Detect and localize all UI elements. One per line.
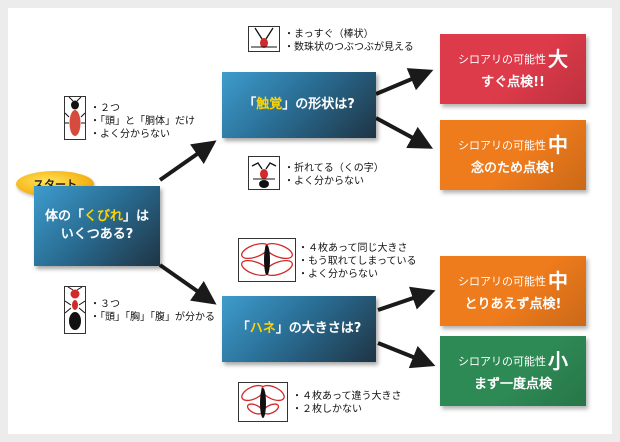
equal-wings-icon	[238, 238, 296, 282]
result-high: シロアリの可能性大 すぐ点検!!	[440, 34, 586, 104]
note-line: ・折れてる（くの字）	[284, 163, 384, 174]
note-line: ・よく分からない	[298, 269, 378, 280]
note-line: ・２枚しかない	[292, 404, 362, 415]
arrow-q1-q2	[158, 140, 217, 182]
arrow-q1-q3	[158, 263, 217, 305]
arrow-q3-r3	[377, 286, 436, 312]
result-high-level: 大	[548, 46, 568, 71]
note-bent-antenna: ・折れてる（くの字） ・よく分からない	[284, 162, 384, 188]
result-mid-1-level: 中	[548, 132, 568, 157]
termite-icon	[64, 96, 86, 140]
result-low: シロアリの可能性小 まず一度点検	[440, 336, 586, 406]
question-waist: 体の「くびれ」は いくつある?	[34, 186, 160, 266]
arrow-q3-r4	[377, 341, 436, 369]
note-line: ・よく分からない	[284, 176, 364, 187]
q3-pre: 「	[236, 321, 250, 337]
q2-em: 触覚	[256, 97, 283, 113]
note-line: ・もう取れてしまっている	[298, 256, 417, 267]
result-mid-1-prefix: シロアリの可能性	[458, 138, 546, 152]
unequal-wings-icon	[238, 382, 288, 422]
q1-line2: いくつある?	[60, 227, 134, 242]
result-mid-2-level: 中	[548, 268, 568, 293]
note-three-segments: ・３つ ・「頭」「胸」「腹」が分かる	[90, 298, 215, 324]
note-unequal-wings: ・４枚あって違う大きさ ・２枚しかない	[292, 390, 402, 416]
arrow-q2-r2	[375, 116, 434, 149]
result-low-level: 小	[548, 348, 568, 373]
q2-pre: 「	[243, 97, 257, 113]
result-mid-1: シロアリの可能性中 念のため点検!	[440, 120, 586, 190]
note-line: ・４枚あって違う大きさ	[292, 391, 402, 402]
arrow-q2-r1	[375, 68, 434, 96]
ant-icon	[64, 286, 86, 334]
q1-post: 」は	[123, 209, 150, 225]
note-equal-wings: ・４枚あって同じ大きさ ・もう取れてしまっている ・よく分からない	[298, 242, 417, 281]
question-wings: 「ハネ」の大きさは?	[222, 296, 376, 362]
note-straight-antenna: ・まっすぐ（棒状） ・数珠状のつぶつぶが見える	[284, 28, 414, 54]
result-mid-1-action: 念のため点検!	[471, 160, 555, 176]
result-low-prefix: シロアリの可能性	[458, 354, 546, 368]
note-line: ・「頭」「胸」「腹」が分かる	[90, 312, 215, 323]
note-line: ・数珠状のつぶつぶが見える	[284, 42, 414, 53]
note-line: ・よく分からない	[90, 129, 170, 140]
note-line: ・３つ	[90, 299, 120, 310]
note-line: ・「頭」と「胴体」だけ	[90, 116, 195, 127]
note-line: ・２つ	[90, 103, 120, 114]
question-waist-line1: 体の「くびれ」は	[45, 208, 149, 226]
result-mid-2-prefix: シロアリの可能性	[458, 274, 546, 288]
note-line: ・まっすぐ（棒状）	[284, 29, 374, 40]
result-high-action: すぐ点検!!	[481, 74, 545, 90]
note-line: ・４枚あって同じ大きさ	[298, 243, 408, 254]
q3-post: 」の大きさは?	[275, 321, 362, 337]
q3-em: ハネ	[249, 321, 276, 337]
question-antenna: 「触覚」の形状は?	[222, 72, 376, 138]
result-low-action: まず一度点検	[473, 376, 552, 392]
result-mid-2-action: とりあえず点検!	[464, 296, 562, 312]
note-two-segments: ・２つ ・「頭」と「胴体」だけ ・よく分からない	[90, 102, 195, 141]
q1-em: くびれ	[83, 209, 123, 225]
result-mid-2: シロアリの可能性中 とりあえず点検!	[440, 256, 586, 326]
q1-pre: 体の「	[44, 209, 84, 225]
straight-antenna-icon	[248, 26, 280, 52]
q2-post: 」の形状は?	[282, 97, 355, 113]
result-high-prefix: シロアリの可能性	[458, 52, 546, 66]
bent-antenna-icon	[248, 156, 280, 190]
